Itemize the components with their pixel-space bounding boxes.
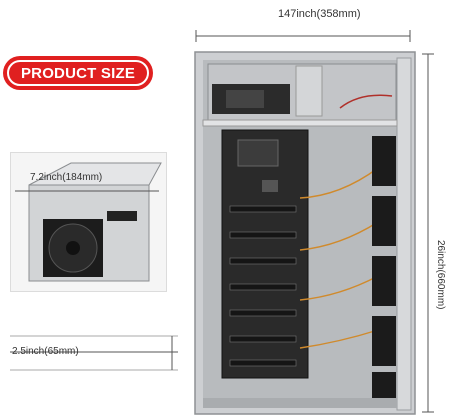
side-view-inset [10, 152, 167, 292]
product-size-label: PRODUCT SIZE [7, 60, 149, 86]
slot-dimension-label: 2.5inch(65mm) [12, 346, 79, 357]
divider-bar [202, 119, 398, 127]
width-dimension-label: 147inch(358mm) [278, 8, 361, 20]
pcie-slots [229, 205, 297, 367]
case-right-rail [396, 57, 412, 411]
fan-icon [372, 136, 396, 404]
depth-dimension-label: 7.2inch(184mm) [30, 172, 103, 183]
product-size-badge: PRODUCT SIZE [3, 56, 153, 90]
height-dimension-label: 26inch(660mm) [435, 240, 446, 310]
